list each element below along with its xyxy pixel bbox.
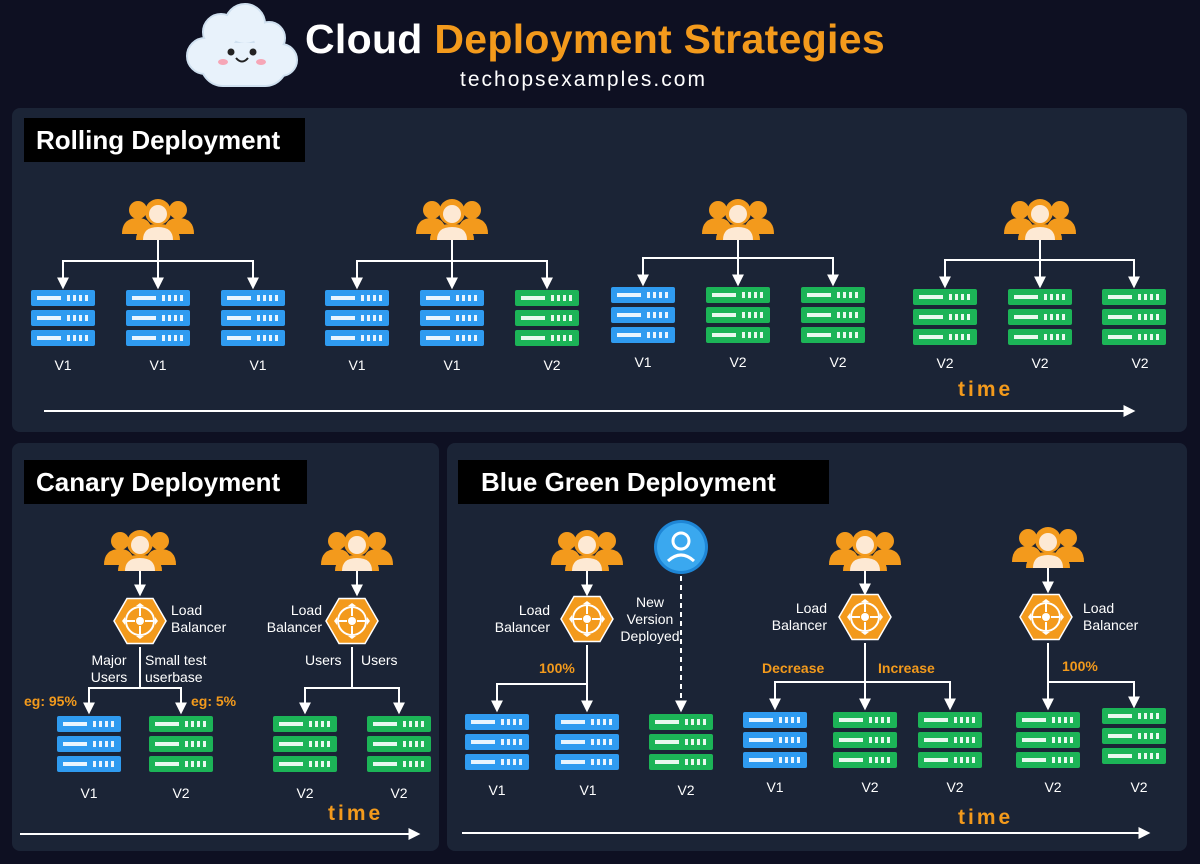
server-stack-icon [31,290,95,346]
server-label: V2 [172,785,190,801]
server-stack-icon [706,287,770,343]
bg-lb-label-3: Load Balancer [1083,600,1139,633]
server-stack-icon [555,714,619,770]
server-stack-icon [325,290,389,346]
users-group-icon [829,530,901,571]
canary-major-users: Major Users [90,652,128,685]
canary-users-left: Users [305,652,342,668]
server-stack-icon [833,712,897,768]
canary-users-right: Users [361,652,398,668]
bg-pct-100-2: 100% [1062,658,1098,674]
server-label: V1 [634,354,652,370]
users-group-icon [551,530,623,571]
server-stack-icon [1008,289,1072,345]
server-label: V2 [946,779,964,795]
load-balancer-hexagon-icon [838,593,892,641]
users-group-icon [1012,527,1084,568]
rolling-title: Rolling Deployment [24,118,305,162]
canary-pct-small: eg: 5% [191,693,237,709]
server-label: V2 [677,782,695,798]
server-label: V2 [1131,355,1149,371]
server-stack-icon [273,716,337,772]
server-label: V2 [390,785,408,801]
server-stack-icon [149,716,213,772]
server-stack-icon [743,712,807,768]
server-stack-icon [367,716,431,772]
server-stack-icon [465,714,529,770]
server-label: V1 [488,782,506,798]
server-stack-icon [1016,712,1080,768]
bg-lb-label-1: Load Balancer [494,602,550,635]
server-stack-icon [221,290,285,346]
server-stack-icon [611,287,675,343]
server-label: V1 [766,779,784,795]
server-stack-icon [420,290,484,346]
bg-increase: Increase [878,660,935,676]
title-part-cloud: Cloud [305,16,423,62]
server-stack-icon [1102,708,1166,764]
bg-pct-100-1: 100% [539,660,575,676]
server-stack-icon [515,290,579,346]
page-header: Cloud Deployment Strategies techopsexamp… [0,0,1200,104]
bluegreen-title: Blue Green Deployment [458,460,829,504]
users-group-icon [321,530,393,571]
server-label: V1 [579,782,597,798]
users-group-icon [104,530,176,571]
title-part-strategies: Deployment Strategies [434,16,885,62]
users-group-icon [416,199,488,240]
server-stack-icon [1102,289,1166,345]
server-stack-icon [913,289,977,345]
server-label: V1 [443,357,461,373]
server-label: V1 [348,357,366,373]
canary-small-test: Small test userbase [145,652,207,685]
load-balancer-hexagon-icon [113,597,167,645]
canary-time-label: time [328,802,384,825]
canary-lb-label: Load Balancer [171,602,227,635]
server-label: V2 [861,779,879,795]
rolling-time-label: time [958,378,1014,401]
server-stack-icon [649,714,713,770]
server-label: V2 [729,354,747,370]
server-stack-icon [126,290,190,346]
server-label: V1 [149,357,167,373]
bg-decrease: Decrease [762,660,825,676]
bg-lb-label-2: Load Balancer [771,600,827,633]
cloud-mascot-icon [186,3,298,87]
canary-lb-label-2: Load Balancer [266,602,322,635]
load-balancer-hexagon-icon [560,595,614,643]
server-stack-icon [57,716,121,772]
users-group-icon [702,199,774,240]
server-label: V2 [829,354,847,370]
bg-new-version-label: New Version Deployed [620,594,680,644]
server-label: V2 [1130,779,1148,795]
page-title: Cloud Deployment Strategies [305,16,885,63]
server-stack-icon [801,287,865,343]
canary-pct-major: eg: 95% [24,693,77,709]
users-group-icon [1004,199,1076,240]
server-label: V2 [1044,779,1062,795]
server-stack-icon [918,712,982,768]
server-label: V2 [936,355,954,371]
canary-title: Canary Deployment [24,460,307,504]
server-label: V1 [249,357,267,373]
server-label: V2 [543,357,561,373]
user-circle-icon [654,520,708,574]
load-balancer-hexagon-icon [325,597,379,645]
page-subtitle: techopsexamples.com [460,68,707,91]
bluegreen-panel [447,443,1187,851]
load-balancer-hexagon-icon [1019,593,1073,641]
server-label: V2 [1031,355,1049,371]
canary-panel [12,443,439,851]
bluegreen-time-label: time [958,806,1014,829]
rolling-panel [12,108,1187,432]
users-group-icon [122,199,194,240]
server-label: V1 [54,357,72,373]
server-label: V1 [80,785,98,801]
server-label: V2 [296,785,314,801]
